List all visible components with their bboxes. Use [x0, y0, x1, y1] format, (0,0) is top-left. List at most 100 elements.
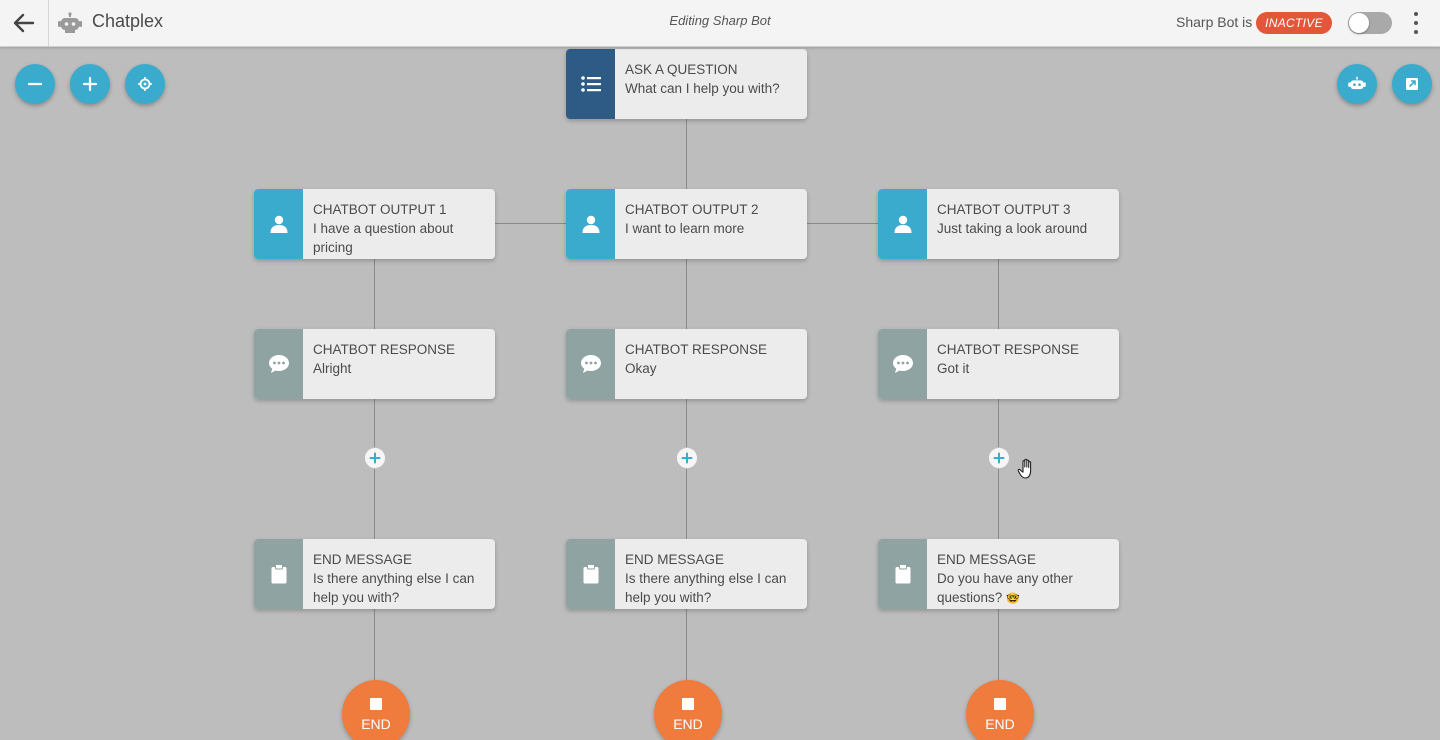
add-step-button[interactable] [988, 447, 1010, 469]
plus-icon [681, 452, 693, 464]
node-title: CHATBOT OUTPUT 3 [937, 202, 1071, 217]
plus-icon [369, 452, 381, 464]
list-icon [580, 76, 601, 92]
app-name: Chatplex [92, 11, 164, 31]
response-node-icon-area [254, 329, 303, 399]
node-title: ASK A QUESTION [625, 62, 738, 77]
end-message-icon-area [566, 539, 615, 609]
crosshair-icon [138, 77, 152, 91]
connector-line [686, 258, 687, 330]
node-title: CHATBOT RESPONSE [937, 342, 1080, 357]
question-node-text: ASK A QUESTION What can I help you with? [625, 60, 799, 98]
connector-line [998, 608, 999, 682]
end-label: END [361, 716, 391, 732]
node-text: Is there anything else I can help you wi… [313, 571, 475, 605]
clipboard-icon [895, 564, 910, 584]
hand-cursor-icon [1017, 458, 1032, 479]
node-text: Okay [625, 361, 657, 376]
status-badge: INACTIVE [1256, 12, 1332, 34]
bot-preview-button[interactable] [1337, 64, 1377, 104]
recenter-button[interactable] [125, 64, 165, 104]
connector-line [686, 398, 687, 540]
connector-line [806, 223, 878, 224]
stop-icon [994, 698, 1006, 710]
output-node-text: CHATBOT OUTPUT 2 I want to learn more [625, 200, 799, 238]
stop-icon [370, 698, 382, 710]
output-node-2[interactable]: CHATBOT OUTPUT 2 I want to learn more [566, 189, 807, 259]
output-node-1[interactable]: CHATBOT OUTPUT 1 I have a question about… [254, 189, 495, 259]
user-icon [582, 215, 599, 233]
response-node-text: CHATBOT RESPONSE Okay [625, 340, 799, 378]
zoom-in-button[interactable] [70, 64, 110, 104]
arrow-left-icon [13, 13, 35, 33]
node-title: CHATBOT OUTPUT 1 [313, 202, 447, 217]
connector-line [374, 398, 375, 540]
end-node-3[interactable]: END [966, 680, 1034, 740]
plus-icon [82, 76, 98, 92]
response-node-icon-area [878, 329, 927, 399]
response-node-2[interactable]: CHATBOT RESPONSE Okay [566, 329, 807, 399]
toggle-knob [1349, 13, 1369, 33]
back-button[interactable] [0, 0, 49, 46]
user-icon [894, 215, 911, 233]
question-node[interactable]: ASK A QUESTION What can I help you with? [566, 49, 807, 119]
add-step-button[interactable] [676, 447, 698, 469]
node-text-content: Do you have any other questions? [937, 571, 1073, 605]
open-external-button[interactable] [1392, 64, 1432, 104]
node-text: Just taking a look around [937, 221, 1088, 236]
connector-line [494, 223, 566, 224]
connector-line [686, 118, 687, 190]
kebab-dot [1414, 12, 1418, 16]
end-message-text: END MESSAGE Do you have any other questi… [937, 550, 1111, 609]
end-node-1[interactable]: END [342, 680, 410, 740]
output-node-3[interactable]: CHATBOT OUTPUT 3 Just taking a look arou… [878, 189, 1119, 259]
node-text: I have a question about pricing [313, 221, 454, 255]
plus-icon [993, 452, 1005, 464]
connector-line [374, 258, 375, 330]
user-icon [270, 215, 287, 233]
node-title: CHATBOT RESPONSE [625, 342, 768, 357]
end-message-node-2[interactable]: END MESSAGE Is there anything else I can… [566, 539, 807, 609]
response-node-3[interactable]: CHATBOT RESPONSE Got it [878, 329, 1119, 399]
robot-icon [58, 12, 82, 33]
add-step-button[interactable] [364, 447, 386, 469]
robot-icon [1348, 76, 1366, 90]
node-text: Alright [313, 361, 352, 376]
output-node-icon-area [878, 189, 927, 259]
response-node-1[interactable]: CHATBOT RESPONSE Alright [254, 329, 495, 399]
response-node-text: CHATBOT RESPONSE Got it [937, 340, 1111, 378]
minus-icon [27, 82, 43, 86]
node-text: I want to learn more [625, 221, 745, 236]
output-node-text: CHATBOT OUTPUT 1 I have a question about… [313, 200, 487, 257]
clipboard-icon [271, 564, 286, 584]
connector-line [998, 398, 999, 540]
bot-active-toggle[interactable] [1348, 12, 1392, 34]
more-options-button[interactable] [1404, 10, 1428, 36]
chat-bubble-icon [268, 355, 289, 373]
zoom-out-button[interactable] [15, 64, 55, 104]
output-node-icon-area [254, 189, 303, 259]
output-node-icon-area [566, 189, 615, 259]
end-message-node-3[interactable]: END MESSAGE Do you have any other questi… [878, 539, 1119, 609]
response-node-icon-area [566, 329, 615, 399]
stop-icon [682, 698, 694, 710]
external-link-icon [1406, 78, 1418, 90]
end-node-2[interactable]: END [654, 680, 722, 740]
end-message-icon-area [254, 539, 303, 609]
output-node-text: CHATBOT OUTPUT 3 Just taking a look arou… [937, 200, 1111, 238]
bot-status-label: Sharp Bot is [1176, 14, 1253, 30]
end-label: END [673, 716, 703, 732]
end-message-text: END MESSAGE Is there anything else I can… [313, 550, 487, 607]
question-node-icon-area [566, 49, 615, 119]
node-text: Do you have any other questions? 🤓 [937, 569, 1111, 609]
node-text: Is there anything else I can help you wi… [625, 571, 787, 605]
clipboard-icon [583, 564, 598, 584]
end-message-node-1[interactable]: END MESSAGE Is there anything else I can… [254, 539, 495, 609]
kebab-dot [1414, 30, 1418, 34]
node-title: CHATBOT OUTPUT 2 [625, 202, 759, 217]
kebab-dot [1414, 21, 1418, 25]
end-message-icon-area [878, 539, 927, 609]
end-message-text: END MESSAGE Is there anything else I can… [625, 550, 799, 607]
chat-bubble-icon [580, 355, 601, 373]
connector-line [998, 258, 999, 330]
